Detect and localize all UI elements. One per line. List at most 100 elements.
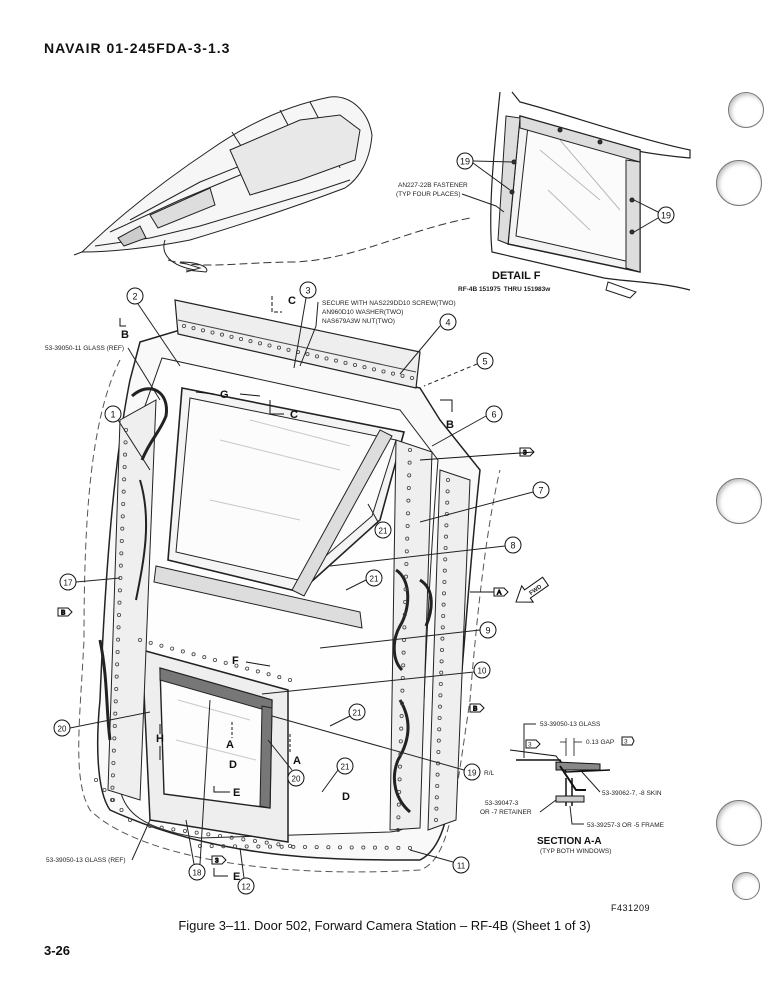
callout-11: 11 [409,849,470,874]
rivet [402,612,407,617]
rivet [267,343,272,348]
rivet [442,568,447,573]
flag-markers: B A B 3 3 [57,447,535,865]
section-a-a-subtitle: (TYP BOTH WINDOWS) [540,848,611,855]
rl-note: R/L [484,770,495,777]
callout-10: 10 [261,661,491,695]
rivet [434,795,439,800]
rivet [372,845,377,850]
rivet [404,562,409,567]
rivet [223,660,228,665]
section-a-a-detail [509,738,611,806]
rivet [302,845,307,850]
rivet [438,682,443,687]
rivet [439,659,444,664]
svg-text:3: 3 [528,742,532,749]
rivet [287,678,292,683]
detail-f-callout-19-a: 19 [456,152,513,191]
rivet [337,845,342,850]
rivet [194,830,199,835]
rivet [127,818,132,823]
callout-20-a: 20 [53,711,151,737]
rivet [114,687,119,692]
rivet [404,549,409,554]
rivet [234,663,239,668]
rivet [445,489,450,494]
rivet [439,670,444,675]
svg-text:B: B [446,419,454,431]
rivet [117,613,122,618]
frame-label: 53-39257-3 OR -5 FRAME [587,822,665,829]
rivet [399,701,404,706]
svg-text:21: 21 [370,575,379,584]
binder-hole-middle [716,478,762,524]
callout-21-c: 21 [329,703,366,727]
rivet [277,675,282,680]
secure-note-3: NAS679A3W NUT(TWO) [322,318,395,325]
detail-f-effectivity: RF-4B 151975 THRU 151983w [458,286,551,293]
svg-text:5: 5 [482,357,487,367]
rivet [238,336,243,341]
svg-text:B: B [61,610,65,617]
rivet [116,625,121,630]
callout-4: 4 [399,313,457,375]
retainer-label-2: OR -7 RETAINER [480,809,532,816]
callout-21-d: 21 [321,757,354,793]
rivet [435,784,440,789]
rivet [402,625,407,630]
rivet [371,367,376,372]
rivet [159,643,164,648]
rivet [352,362,357,367]
rivet [197,844,202,849]
rivet [349,845,354,850]
rivet [202,655,207,660]
svg-text:F: F [232,655,239,667]
rivet [206,832,211,837]
rivet [210,330,215,335]
rivet [217,834,222,839]
upper-glass-note: 53-39050-11 GLASS (REF) [45,345,124,352]
rivet [252,839,257,844]
svg-text:C: C [288,295,296,307]
rivet [405,524,410,529]
section-a-a-title: SECTION A-A [537,836,602,847]
rivet [333,358,338,363]
svg-text:7: 7 [538,486,543,496]
rivet [180,649,185,654]
rivet [445,477,450,482]
rivet [436,738,441,743]
svg-text:3: 3 [624,739,628,746]
callout-2: 2 [126,287,181,367]
rivet [245,666,250,671]
rivet [120,514,125,519]
rivet [171,827,176,832]
rivet [409,375,414,380]
rivet [403,587,408,592]
rivet [406,485,411,490]
rivet [120,526,125,531]
lower-glass-note: 53-39050-13 GLASS (REF) [46,857,125,864]
rivet [403,574,408,579]
svg-text:6: 6 [491,410,496,420]
callout-9: 9 [319,621,497,649]
rivet [286,347,291,352]
fastener-note-2: (TYP FOUR PLACES) [396,191,461,198]
rivet [219,332,224,337]
document-header: NAVAIR 01-245FDA-3-1.3 [44,40,231,56]
binder-hole-bottom [732,872,760,900]
retainer-label-1: 53-39047-3 [485,800,519,807]
rivet [436,750,441,755]
rivet [384,845,389,850]
rivet [256,844,261,849]
svg-text:3: 3 [215,858,219,865]
rivet [113,699,118,704]
rivet [241,837,246,842]
svg-text:10: 10 [478,667,487,676]
rivet [399,726,404,731]
rivet [440,625,445,630]
callout-17: 17 [59,573,121,591]
svg-text:11: 11 [457,862,466,871]
rivet [443,534,448,539]
detail-f-title: DETAIL F [492,270,541,282]
